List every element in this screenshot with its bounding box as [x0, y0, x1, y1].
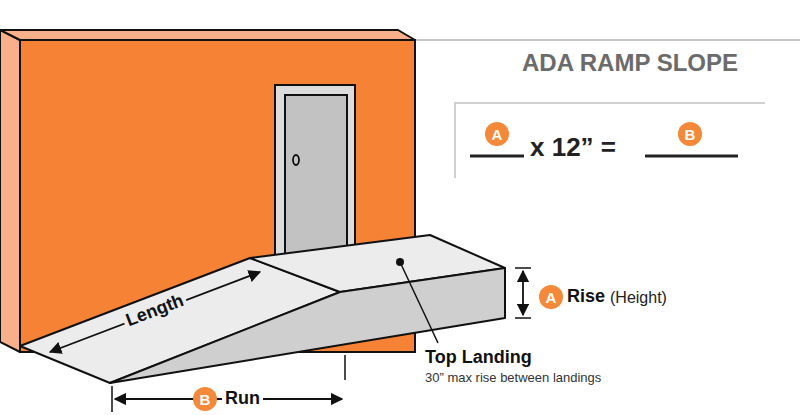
leader-line	[400, 262, 438, 343]
landing-note: 30” max rise between landings	[425, 371, 601, 385]
door-frame	[275, 85, 355, 263]
wall-side	[0, 30, 20, 352]
landing-title: Top Landing	[425, 348, 532, 368]
header-rule	[415, 39, 800, 41]
callout-circle: B	[193, 387, 217, 411]
callout-circle: B	[678, 122, 702, 146]
blank-line	[645, 155, 738, 158]
callout-circle: A	[485, 122, 509, 146]
rise-tick	[515, 317, 531, 319]
rise-tick	[515, 267, 531, 269]
run-tick	[111, 386, 113, 412]
rise-label: Rise	[567, 287, 605, 307]
formula-frame	[455, 103, 765, 178]
blank-line	[470, 155, 524, 158]
callout-letter: A	[546, 290, 557, 305]
callout-letter: B	[200, 392, 211, 407]
rise-arrow	[522, 271, 524, 315]
callout-letter: B	[685, 127, 696, 142]
wall-top	[0, 30, 415, 40]
callout-letter: A	[492, 127, 503, 142]
door-leaf	[285, 95, 347, 261]
height-label: (Height)	[610, 289, 667, 307]
door-knob	[293, 155, 299, 165]
formula-text: x 12” =	[530, 133, 616, 162]
callout-circle: A	[539, 285, 563, 309]
run-tick	[344, 355, 346, 380]
diagram-title: ADA RAMP SLOPE	[522, 50, 738, 76]
run-label: Run	[222, 389, 263, 409]
length-arrow	[50, 272, 260, 352]
